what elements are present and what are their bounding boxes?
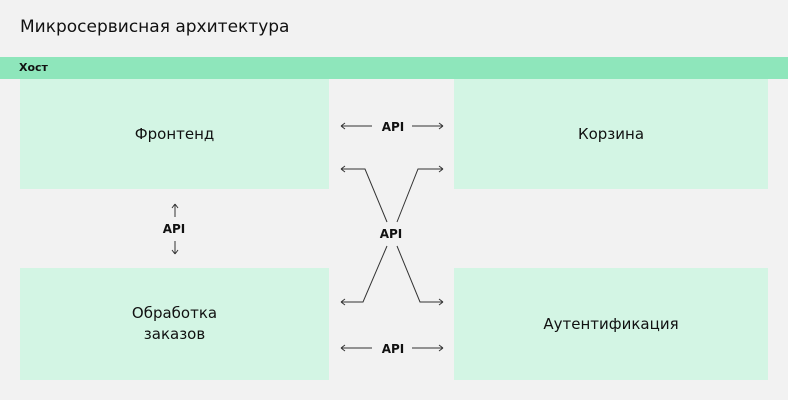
arrow-frontend-cart [340, 122, 444, 130]
service-label: Фронтенд [134, 124, 215, 143]
service-label: Аутентификация [543, 314, 679, 333]
arrow-orders-auth [340, 344, 444, 352]
api-label-frontend-orders: API [159, 222, 189, 236]
label-line: заказов [143, 325, 206, 343]
service-cart: Корзина [454, 79, 768, 189]
service-label: Корзина [577, 124, 645, 143]
arrow-frontend-orders [171, 203, 179, 255]
service-auth: Аутентификация [454, 268, 768, 380]
host-band: Хост [0, 57, 788, 79]
service-orders: Обработка заказов [20, 268, 329, 380]
api-label-frontend-cart: API [378, 120, 408, 134]
arrow-cross [340, 165, 444, 306]
service-frontend: Фронтенд [20, 79, 329, 189]
host-label: Хост [19, 61, 48, 74]
page-title: Микросервисная архитектура [20, 17, 290, 37]
service-label: Обработка заказов [132, 303, 217, 345]
label-line: Обработка [131, 304, 218, 322]
api-label-orders-auth: API [378, 342, 408, 356]
api-label-cross: API [376, 227, 406, 241]
